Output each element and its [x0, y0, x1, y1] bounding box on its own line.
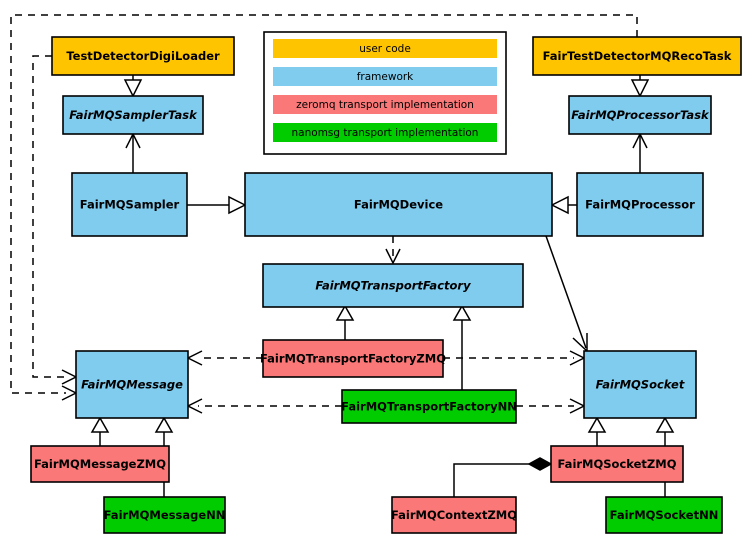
class-node-TestDetectorDigiLoader[interactable]: TestDetectorDigiLoader	[51, 36, 235, 76]
edge-factoryzmq-factory	[335, 304, 355, 340]
class-node-FairMQMessageZMQ[interactable]: FairMQMessageZMQ	[30, 445, 170, 483]
class-node-label: FairMQMessageNN	[104, 508, 226, 522]
legend-item-nanomsg: nanomsg transport implementation	[273, 123, 497, 142]
class-node-box[interactable]	[568, 95, 712, 135]
class-node-FairMQSocket[interactable]: FairMQSocket	[583, 350, 697, 419]
class-node-FairMQMessage[interactable]: FairMQMessage	[75, 350, 189, 419]
legend-panel: user code framework zeromq transport imple…	[263, 31, 507, 155]
legend-label-zeromq: zeromq transport implementation	[296, 99, 474, 111]
class-node-FairMQTransportFactory[interactable]: FairMQTransportFactory	[262, 263, 524, 308]
class-node-FairMQContextZMQ[interactable]: FairMQContextZMQ	[391, 496, 517, 534]
edge-messagezmq-message	[90, 416, 110, 446]
edge-processor-processortask	[632, 132, 648, 173]
edge-layer	[10, 14, 675, 497]
edge-factoryzmq-socket	[443, 350, 586, 366]
legend-swatch-user_code	[273, 39, 497, 58]
class-node-box[interactable]	[583, 350, 697, 419]
class-node-box[interactable]	[71, 172, 188, 237]
class-node-label: FairMQSampler	[80, 198, 180, 212]
class-node-box[interactable]	[62, 95, 204, 135]
class-node-box[interactable]	[103, 496, 226, 534]
edge-device-transportfactory	[385, 236, 401, 265]
legend-label-nanomsg: nanomsg transport implementation	[292, 127, 479, 139]
class-node-label: TestDetectorDigiLoader	[66, 49, 220, 63]
class-node-FairMQMessageNN[interactable]: FairMQMessageNN	[103, 496, 226, 534]
class-node-FairMQProcessorTask[interactable]: FairMQProcessorTask	[568, 95, 712, 135]
class-node-label: FairMQSamplerTask	[69, 108, 198, 122]
class-node-label: FairMQSocketZMQ	[558, 457, 677, 471]
class-node-FairMQProcessor[interactable]: FairMQProcessor	[576, 172, 704, 237]
legend-item-user_code: user code	[273, 39, 497, 58]
edge-factorynn-message	[186, 398, 342, 414]
legend-swatch-framework	[273, 67, 497, 86]
class-node-box[interactable]	[532, 36, 742, 76]
legend-item-framework: framework	[273, 67, 497, 86]
edge-processor-device	[550, 195, 577, 215]
edge-socketzmq-socket	[587, 416, 607, 446]
edge-device-socket	[545, 235, 588, 353]
class-node-label: FairMQSocketNN	[610, 508, 719, 522]
class-node-FairMQTransportFactoryZMQ[interactable]: FairMQTransportFactoryZMQ	[260, 339, 446, 378]
class-node-label: FairMQTransportFactoryNN	[341, 400, 517, 414]
class-node-label: FairMQContextZMQ	[391, 508, 517, 522]
class-node-label: FairMQProcessor	[585, 198, 695, 212]
class-node-FairMQSamplerTask[interactable]: FairMQSamplerTask	[62, 95, 204, 135]
class-node-FairMQSocketZMQ[interactable]: FairMQSocketZMQ	[550, 445, 684, 483]
edge-contextzmq-socketzmq	[453, 457, 553, 497]
class-node-box[interactable]	[262, 339, 444, 378]
legend-swatch-nanomsg	[273, 123, 497, 142]
class-node-label: FairMQProcessorTask	[571, 108, 710, 122]
edge-factorynn-factory	[452, 304, 472, 390]
class-node-box[interactable]	[550, 445, 684, 483]
class-node-label: FairMQTransportFactoryZMQ	[260, 352, 446, 366]
edge-factorynn-socket	[516, 398, 586, 414]
class-node-box[interactable]	[262, 263, 524, 308]
class-node-label: FairMQTransportFactory	[315, 279, 471, 293]
class-node-FairMQDevice[interactable]: FairMQDevice	[244, 172, 553, 237]
class-node-label: FairTestDetectorMQRecoTask	[543, 49, 732, 63]
class-node-box[interactable]	[30, 445, 170, 483]
class-node-box[interactable]	[576, 172, 704, 237]
class-node-label: FairMQMessage	[81, 378, 183, 392]
legend-item-zeromq: zeromq transport implementation	[273, 95, 497, 114]
class-node-box[interactable]	[51, 36, 235, 76]
edge-sampler-device	[187, 195, 247, 215]
class-node-label: FairMQSocket	[596, 378, 685, 392]
class-node-box[interactable]	[244, 172, 553, 237]
class-node-box[interactable]	[341, 389, 517, 424]
class-node-FairMQSocketNN[interactable]: FairMQSocketNN	[605, 496, 723, 534]
class-node-box[interactable]	[75, 350, 189, 419]
edge-factoryzmq-message	[186, 350, 263, 366]
legend-label-user_code: user code	[359, 43, 411, 55]
class-node-box[interactable]	[391, 496, 517, 534]
class-node-FairTestDetectorMQRecoTask[interactable]: FairTestDetectorMQRecoTask	[532, 36, 742, 76]
class-node-FairMQTransportFactoryNN[interactable]: FairMQTransportFactoryNN	[341, 389, 517, 424]
class-node-box[interactable]	[605, 496, 723, 534]
class-node-label: FairMQMessageZMQ	[34, 457, 166, 471]
legend-swatch-zeromq	[273, 95, 497, 114]
node-layer: TestDetectorDigiLoader FairTestDetectorMQ…	[30, 36, 742, 534]
class-node-FairMQSampler[interactable]: FairMQSampler	[71, 172, 188, 237]
legend-label-framework: framework	[357, 71, 414, 83]
edge-sampler-samplertask	[125, 132, 141, 173]
class-node-label: FairMQDevice	[354, 198, 443, 212]
